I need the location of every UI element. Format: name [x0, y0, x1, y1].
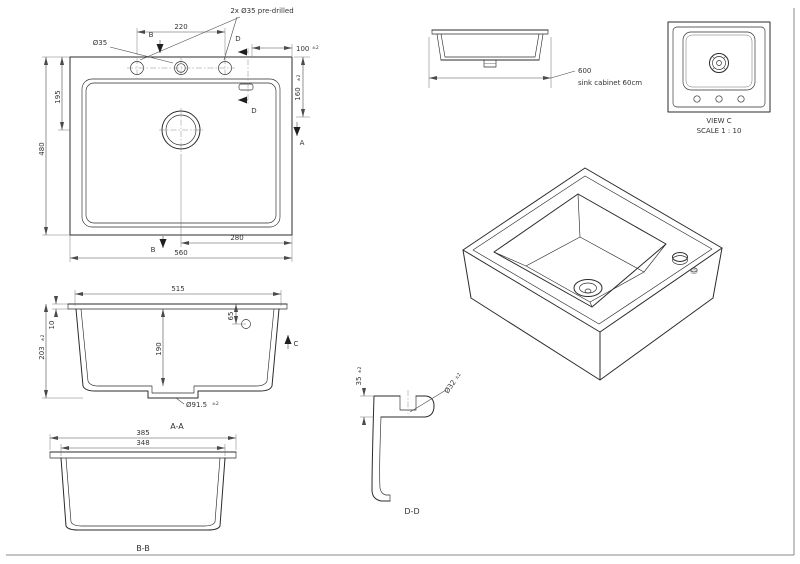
dia-91-5-tol: ±2	[212, 401, 219, 407]
dim-190: 190	[155, 342, 163, 355]
dd-dimensions	[360, 387, 447, 426]
aa-outline	[67, 303, 288, 399]
dim-100-tol: ±2	[312, 45, 319, 51]
dim-100: 100	[296, 45, 309, 53]
dim-65: 65	[227, 312, 235, 321]
section-a-marker: A	[300, 139, 305, 147]
predrilled-note: 2x Ø35 pre-drilled	[230, 7, 293, 15]
dim-160: 160	[294, 87, 302, 100]
dia-32: Ø32	[443, 379, 458, 395]
viewc-bowl-bottom	[682, 31, 756, 91]
dim-385: 385	[136, 429, 149, 437]
section-c-marker: C	[294, 340, 299, 348]
dia-35-label: Ø35	[93, 39, 107, 47]
viewc-outline	[667, 21, 771, 113]
section-aa-label: A-A	[170, 422, 184, 431]
dim-515: 515	[171, 285, 184, 293]
section-b-marker-top: B	[149, 31, 154, 39]
dim-203: 203	[38, 346, 46, 359]
isometric-view	[462, 167, 723, 381]
iso-faucet-hole	[672, 252, 688, 262]
sheet-frame	[6, 8, 795, 556]
overflow-slot	[238, 83, 254, 91]
dim-160-tol: ±2	[296, 75, 302, 82]
cabinet-view: 600 sink cabinet 60cm	[428, 29, 642, 88]
sink-section-outline	[431, 29, 549, 61]
iso-rim-inner	[472, 175, 713, 325]
dd-outline	[371, 395, 435, 502]
iso-small-hole	[690, 267, 698, 273]
viewc-hole-3	[737, 95, 745, 103]
dim-600: 600	[578, 67, 591, 75]
viewc-drain	[709, 53, 729, 73]
section-dd-label: D-D	[404, 507, 419, 516]
section-bb-label: B-B	[136, 544, 150, 553]
top-view-dimensions	[42, 16, 310, 262]
view-c-scale: SCALE 1 : 10	[697, 127, 742, 135]
iso-body-edges	[462, 247, 723, 381]
view-c: VIEW C SCALE 1 : 10	[667, 21, 771, 135]
top-view: 220 Ø35 2x Ø35 pre-drilled 100 ±2 160 ±2…	[38, 7, 319, 262]
view-c-title: VIEW C	[706, 117, 731, 125]
dim-480: 480	[38, 142, 46, 155]
dim-348: 348	[136, 439, 149, 447]
section-b-marker-bottom: B	[151, 246, 156, 254]
section-d-marker-top: D	[235, 35, 240, 43]
bb-outline	[49, 451, 237, 531]
cabinet-sides	[428, 37, 552, 88]
section-d-marker-bottom: D	[251, 107, 256, 115]
iso-rim-outer	[462, 167, 723, 333]
cabinet-caption: sink cabinet 60cm	[578, 79, 642, 87]
bb-dimensions	[49, 434, 237, 456]
dim-35: 35	[355, 377, 363, 386]
dia-32-tol: ±2	[454, 372, 463, 381]
aa-dimensions	[42, 290, 292, 405]
dim-220: 220	[174, 23, 187, 31]
viewc-hole-2	[715, 95, 723, 103]
dim-35-tol: ±2	[357, 367, 363, 374]
dim-560: 560	[174, 249, 187, 257]
section-d-d: 35 ±2 Ø32 ±2 D-D	[355, 367, 463, 516]
iso-drain	[573, 279, 603, 297]
dia-91-5: Ø91.5	[186, 401, 207, 409]
dim-203-tol: ±2	[40, 335, 46, 342]
viewc-hole-1	[693, 95, 701, 103]
dim-10: 10	[48, 321, 56, 330]
dim-195: 195	[54, 90, 62, 103]
section-b-b: 385 348 B-B	[49, 429, 237, 553]
dim-280: 280	[230, 234, 243, 242]
section-a-a: 515 10 203 ±2 190 65 Ø91.5 ±2 C A-A	[38, 285, 299, 431]
